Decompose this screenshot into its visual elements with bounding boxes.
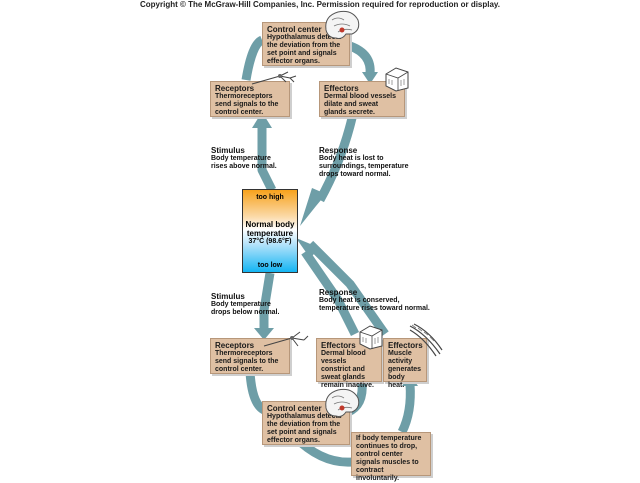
- response-bottom-label: Response Body heat is conserved, tempera…: [319, 288, 439, 313]
- receptors-top-title: Receptors: [215, 84, 255, 93]
- arrowhead-thermo-top: [300, 188, 326, 226]
- arrow-shiver-to-muscle: [397, 383, 415, 435]
- effectors-vessels-text: Dermal blood vessels constrict and sweat…: [321, 350, 374, 389]
- response-bottom-title: Response: [319, 288, 358, 297]
- response-bottom-text: Body heat is conserved, temperature rise…: [319, 297, 430, 312]
- too-low-label: too low: [257, 262, 283, 269]
- set-point-value: 37°C (98.6°F): [248, 238, 292, 245]
- effectors-muscle-bottom-box: Effectors Muscle activity generates body…: [383, 338, 427, 389]
- brain-icon: [325, 10, 360, 39]
- effectors-top-text: Dermal blood vessels dilate and sweat gl…: [324, 93, 396, 116]
- arrow-muscle-to-response: [306, 240, 389, 337]
- effectors-vessels-title: Effectors: [321, 341, 356, 350]
- copyright-notice: Copyright © The McGraw-Hill Companies, I…: [139, 0, 501, 9]
- effectors-top-box: Effectors Dermal blood vessels dilate an…: [319, 81, 405, 117]
- normal-temperature-label: Normal body temperature: [245, 220, 295, 238]
- control-center-top-title: Control center: [267, 25, 322, 34]
- arrowhead-receptors-bottom: [254, 328, 274, 340]
- arrow-stimulus-to-receptors: [257, 124, 277, 193]
- response-top-title: Response: [319, 146, 358, 155]
- receptors-bottom-title: Receptors: [215, 341, 255, 350]
- arrowhead-receptors: [252, 112, 272, 128]
- receptors-top-text: Thermoreceptors send signals to the cont…: [215, 93, 279, 116]
- stimulus-bottom-label: Stimulus Body temperature drops below no…: [211, 292, 291, 317]
- brain-icon-bottom: [325, 388, 360, 417]
- receptors-bottom-box: Receptors Thermoreceptors send signals t…: [210, 338, 290, 374]
- control-center-bottom-title: Control center: [267, 404, 322, 413]
- receptors-bottom-text: Thermoreceptors send signals to the cont…: [215, 350, 279, 373]
- skin-section-icon-bottom: [359, 325, 383, 350]
- stimulus-top-text: Body temperature rises above normal.: [211, 155, 277, 170]
- effectors-top-title: Effectors: [324, 84, 359, 93]
- shivering-text: If body temperature continues to drop, c…: [356, 435, 422, 482]
- arrowhead-effectors-top: [362, 72, 378, 84]
- too-high-label: too high: [256, 194, 284, 201]
- control-center-top-box: Control center Hypothalamus detects the …: [262, 22, 350, 66]
- arrow-effectors-to-response: [316, 116, 357, 203]
- control-center-bottom-text: Hypothalamus detects the deviation from …: [267, 413, 342, 444]
- muscle-fiber-icon: [409, 323, 443, 357]
- control-center-top-text: Hypothalamus detects the deviation from …: [267, 34, 342, 65]
- arrowhead-thermo-bottom: [296, 238, 320, 258]
- stimulus-top-title: Stimulus: [211, 146, 245, 155]
- response-top-text: Body heat is lost to surroundings, tempe…: [319, 155, 409, 178]
- body-temperature-gauge: too high Normal body temperature 37°C (9…: [242, 189, 298, 273]
- arrow-effectors-to-response-bottom: [301, 249, 360, 337]
- skin-section-icon: [385, 67, 409, 92]
- arrow-control-to-effectors: [348, 41, 375, 75]
- effectors-muscle-title: Effectors: [388, 341, 423, 350]
- shivering-box: If body temperature continues to drop, c…: [351, 432, 431, 482]
- stimulus-bottom-title: Stimulus: [211, 292, 245, 301]
- stimulus-bottom-text: Body temperature drops below normal.: [211, 301, 280, 316]
- thermoreceptor-neuron-icon: [251, 71, 297, 85]
- arrow-thermo-to-receptors: [259, 272, 275, 330]
- arrow-receptors-to-control: [241, 35, 265, 81]
- response-top-label: Response Body heat is lost to surroundin…: [319, 146, 411, 179]
- stimulus-top-label: Stimulus Body temperature rises above no…: [211, 146, 287, 171]
- thermoreceptor-neuron-icon-bottom: [263, 331, 309, 347]
- receptors-top-box: Receptors Thermoreceptors send signals t…: [210, 81, 290, 117]
- effectors-muscle-text: Muscle activity generates body heat.: [388, 350, 422, 389]
